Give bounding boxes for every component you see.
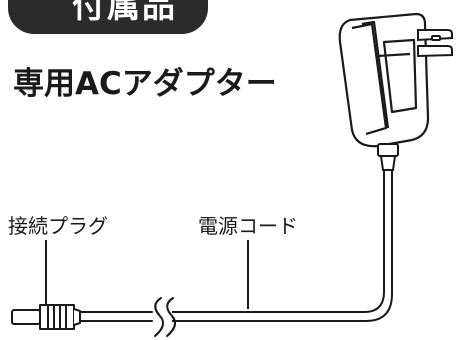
connector-plug-label: 接続プラグ: [8, 214, 108, 238]
cord-break-line-left: [154, 297, 165, 337]
strain-relief: [377, 143, 399, 171]
power-cord-label: 電源コード: [198, 214, 298, 238]
cord-break-gap: [160, 306, 172, 326]
power-cord: [77, 169, 393, 337]
product-title: 専用ACアダプター: [13, 66, 277, 102]
accessories-badge: 付属品: [8, 0, 208, 34]
connector-plug: [11, 304, 81, 330]
cord-break-line-right: [166, 297, 177, 337]
leader-lines: [45, 240, 249, 309]
adapter-prongs: [417, 29, 453, 58]
badge-label: 付属品: [72, 0, 177, 25]
adapter-body: [338, 12, 430, 148]
